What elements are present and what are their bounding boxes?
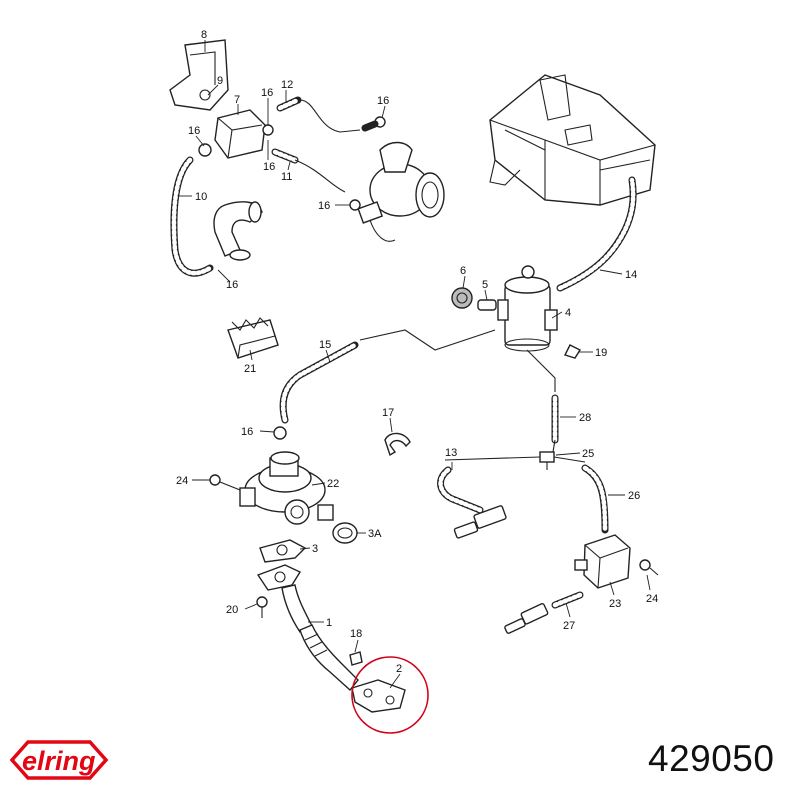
callout-21: 21 [244,363,256,375]
nut-18 [349,651,363,666]
egr-valve-22 [239,451,334,525]
callout-9: 9 [217,75,223,87]
callout-28: 28 [579,412,591,424]
callout-24: 24 [646,593,658,605]
callout-1: 1 [326,617,332,629]
highlight-circle [351,656,429,734]
callout-26: 26 [628,490,640,502]
t-piece-25 [539,451,555,470]
callout-3: 3 [312,543,318,555]
callout-12: 12 [281,79,293,91]
connector-21 [227,317,279,359]
elbow-hose [213,201,263,261]
coupler-5 [477,299,497,311]
part-number: 429050 [648,738,775,779]
callout-11: 11 [281,171,292,183]
callout-27: 27 [563,620,575,632]
callout-19: 19 [595,347,607,359]
air-filter-housing [489,74,656,206]
callout-2: 2 [396,663,402,675]
callout-7: 7 [234,94,240,106]
callout-15: 15 [319,339,331,351]
gasket-3 [259,539,307,563]
callout-5: 5 [482,279,488,291]
bolt-24b [639,559,651,571]
elring-logo: elring [9,740,109,780]
solenoid-bracket [169,39,229,111]
callout-labels: 8 9 7 16 12 16 16 16 11 10 16 16 6 5 14 … [176,29,658,675]
callout-17: 17 [382,407,394,419]
callout-14: 14 [625,269,637,281]
callout-16: 16 [318,200,330,212]
callout-20: 20 [226,604,238,616]
bolt-20 [256,596,268,608]
callout-16: 16 [263,161,275,173]
logo-text: elring [22,746,96,776]
callout-25: 25 [582,448,594,460]
filter-6 [451,287,473,309]
egr-pipe-1 [256,564,359,692]
callout-3a: 3A [368,528,382,540]
connector-27 [504,603,549,634]
solenoid-valve-7 [198,109,274,159]
callout-10: 10 [195,191,207,203]
callout-18: 18 [350,628,362,640]
sensor-connector [453,505,507,539]
bolt-24 [209,474,221,486]
gasket-2 [351,679,406,713]
leader-lines [178,40,651,689]
callout-16: 16 [241,426,253,438]
clip-17 [384,432,411,457]
callout-22: 22 [327,478,339,490]
callout-13: 13 [445,447,457,459]
callout-24: 24 [176,475,188,487]
o-ring-3a [332,522,358,544]
callout-16: 16 [188,125,200,137]
pressure-regulator [497,265,558,352]
callout-8: 8 [201,29,207,41]
callout-16: 16 [261,87,273,99]
callout-4: 4 [565,307,571,319]
solenoid-valve-23 [574,534,631,589]
clamp-16 [273,426,287,440]
callout-16: 16 [377,95,389,107]
callout-23: 23 [609,598,621,610]
nut-19 [564,344,582,359]
vacuum-pump [357,116,445,224]
callout-16: 16 [226,279,238,291]
callout-6: 6 [460,265,466,277]
